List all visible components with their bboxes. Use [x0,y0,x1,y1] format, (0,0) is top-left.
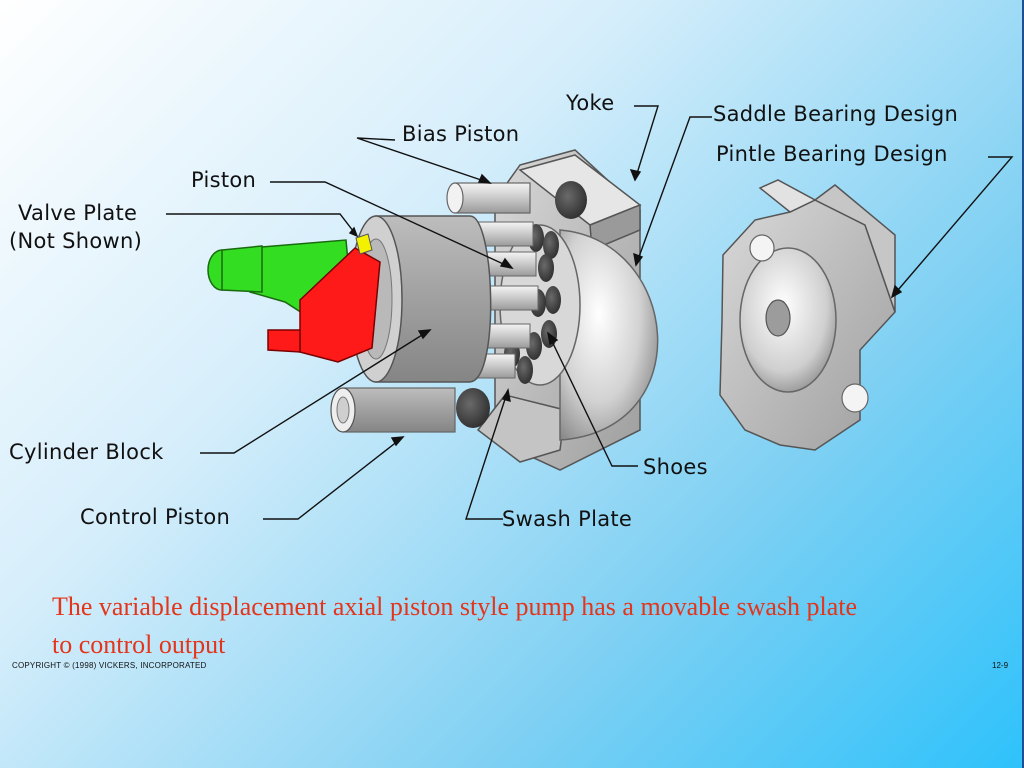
label-cylinder-block: Cylinder Block [9,440,164,464]
yoke-pivot-top [555,181,587,219]
valve-plate [207,233,381,363]
label-control-piston: Control Piston [80,505,231,529]
yoke-pivot-bottom [456,388,490,428]
label-swash-plate: Swash Plate [502,507,633,531]
label-piston: Piston [191,168,257,192]
pintle-bearing-part [719,179,896,451]
label-pintle-bearing-design: Pintle Bearing Design [716,142,948,166]
label-valve-plate-note: (Not Shown) [9,229,143,253]
label-saddle-bearing-design: Saddle Bearing Design [713,102,959,126]
control-piston [330,387,456,433]
slide-caption: The variable displacement axial piston s… [52,592,858,659]
bias-piston [446,182,531,214]
page-number: 12-9 [992,661,1009,670]
label-shoes: Shoes [643,455,708,479]
label-yoke: Yoke [566,91,615,115]
label-bias-piston: Bias Piston [402,122,520,146]
label-valve-plate: Valve Plate [18,201,138,225]
leader-lines [166,105,1014,520]
copyright-notice: COPYRIGHT © (1998) VICKERS, INCORPORATED [12,661,207,670]
